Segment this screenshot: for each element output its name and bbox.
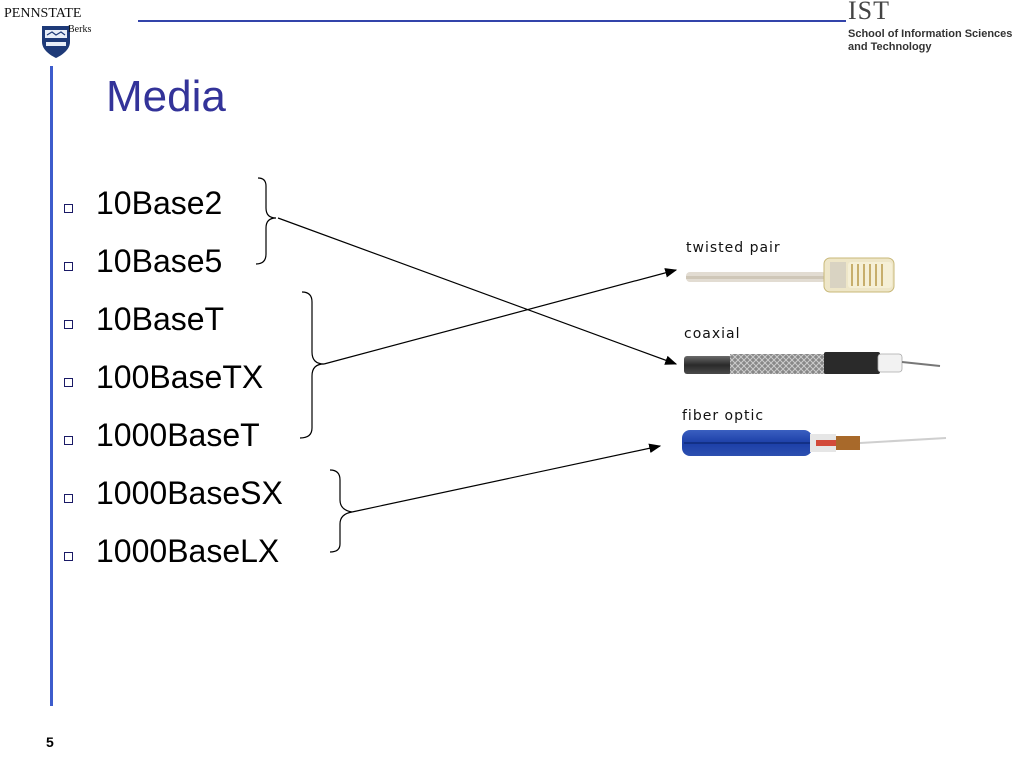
campus-name: Berks xyxy=(68,24,92,35)
twisted-pair-label: twisted pair xyxy=(686,240,781,256)
bullet-text: 1000BaseLX xyxy=(96,532,280,569)
slide-title: Media xyxy=(106,72,226,121)
ist-line-1: School of Information Sciences xyxy=(848,28,1013,40)
bullet-text: 1000BaseSX xyxy=(96,474,283,511)
square-bullet-icon xyxy=(64,551,73,561)
page-number: 5 xyxy=(46,734,54,750)
list-item: 1000BaseLX xyxy=(64,522,283,580)
ist-mark: IST xyxy=(848,0,890,25)
list-item: 10Base2 xyxy=(64,174,283,232)
coaxial-cable-icon xyxy=(684,352,941,374)
penn-state-berks-logo: PENNSTATE Berks xyxy=(4,4,124,58)
list-item: 1000BaseT xyxy=(64,406,283,464)
bullet-text: 1000BaseT xyxy=(96,416,260,453)
fiber-optic-cable-icon xyxy=(682,430,947,456)
brace-fiber xyxy=(329,469,353,553)
bullet-text: 10Base2 xyxy=(96,184,223,221)
penn-state-wordmark: PENNSTATE xyxy=(4,6,82,21)
fiber-optic-label: fiber optic xyxy=(682,408,765,424)
bullet-text: 100BaseTX xyxy=(96,358,264,395)
ist-school-name: School of Information Sciences and Techn… xyxy=(848,28,1012,54)
ist-line-2: and Technology xyxy=(848,41,932,53)
list-item: 100BaseTX xyxy=(64,348,283,406)
arrow-to-fiber xyxy=(351,443,662,513)
bullet-text: 10Base5 xyxy=(96,242,223,279)
square-bullet-icon xyxy=(64,261,73,271)
twisted-pair-cable-icon xyxy=(686,257,895,293)
list-item: 10BaseT xyxy=(64,290,283,348)
coaxial-label: coaxial xyxy=(684,326,741,342)
ist-logo: IST School of Information Sciences and T… xyxy=(842,0,1024,60)
square-bullet-icon xyxy=(64,435,73,445)
list-item: 1000BaseSX xyxy=(64,464,283,522)
bullet-text: 10BaseT xyxy=(96,300,225,337)
square-bullet-icon xyxy=(64,203,73,213)
square-bullet-icon xyxy=(64,493,73,503)
brace-10base xyxy=(255,177,277,265)
shield-icon xyxy=(42,26,70,58)
arrow-to-twisted-pair xyxy=(323,268,678,365)
bullet-list: 10Base2 10Base5 10BaseT 100BaseTX 1000Ba… xyxy=(64,174,283,580)
arrow-to-coaxial xyxy=(277,217,678,365)
square-bullet-icon xyxy=(64,319,73,329)
list-item: 10Base5 xyxy=(64,232,283,290)
header-rule xyxy=(138,20,846,22)
left-rule xyxy=(50,66,53,706)
brace-utp xyxy=(299,291,325,439)
square-bullet-icon xyxy=(64,377,73,387)
